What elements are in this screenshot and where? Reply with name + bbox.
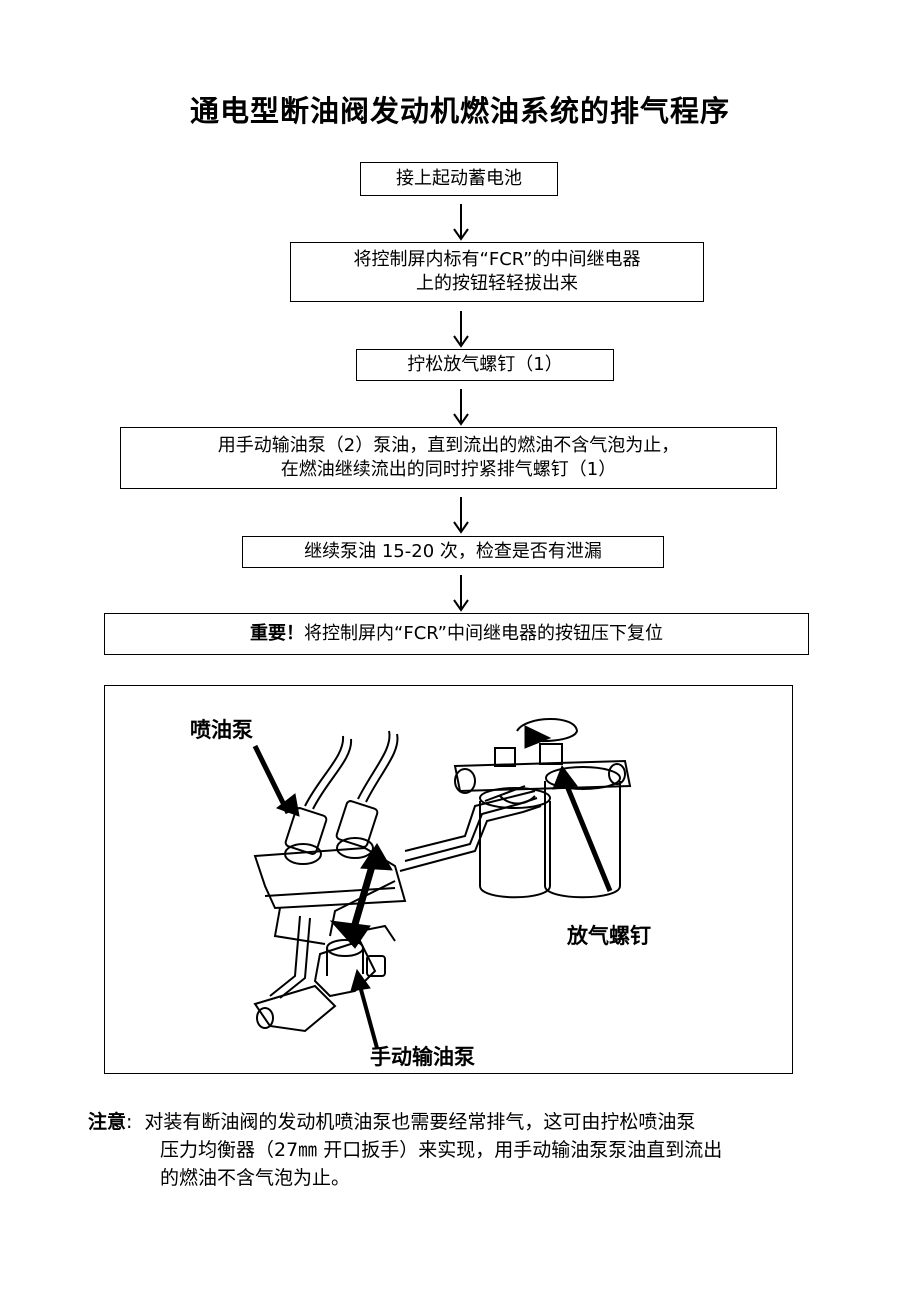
note-line-1: 对装有断油阀的发动机喷油泵也需要经常排气，这可由拧松喷油泵 bbox=[144, 1111, 696, 1133]
down-arrow-icon bbox=[453, 497, 469, 534]
down-arrow-icon bbox=[453, 575, 469, 612]
step-6-rest: 将控制屏内“FCR”中间继电器的按钮压下复位 bbox=[304, 623, 663, 644]
step-4-line-1: 用手动输油泵（2）泵油，直到流出的燃油不含气泡为止， bbox=[217, 435, 680, 456]
down-arrow-icon bbox=[453, 204, 469, 241]
label-injection-pump: 喷油泵 bbox=[190, 718, 253, 742]
step-4-box: 用手动输油泵（2）泵油，直到流出的燃油不含气泡为止， 在燃油继续流出的同时拧紧排… bbox=[120, 427, 777, 489]
step-5-box: 继续泵油 15-20 次，检查是否有泄漏 bbox=[242, 536, 664, 568]
note-line-3: 的燃油不含气泡为止。 bbox=[160, 1167, 351, 1189]
step-1-box: 接上起动蓄电池 bbox=[360, 162, 558, 196]
label-bleed-screw: 放气螺钉 bbox=[567, 924, 651, 948]
step-6-box: 重要！将控制屏内“FCR”中间继电器的按钮压下复位 bbox=[104, 613, 809, 655]
fuel-system-illustration: 喷油泵 放气螺钉 手动输油泵 bbox=[104, 685, 793, 1074]
step-6-important: 重要！ bbox=[250, 623, 305, 644]
step-2-box: 将控制屏内标有“FCR”的中间继电器 上的按钮轻轻拔出来 bbox=[290, 242, 704, 302]
label-hand-pump: 手动输油泵 bbox=[370, 1045, 475, 1069]
down-arrow-icon bbox=[453, 311, 469, 348]
note-paragraph: 注意: 对装有断油阀的发动机喷油泵也需要经常排气，这可由拧松喷油泵 压力均衡器（2… bbox=[88, 1108, 848, 1192]
note-line-2: 压力均衡器（27㎜ 开口扳手）来实现，用手动输油泵泵油直到流出 bbox=[160, 1139, 723, 1161]
note-heading: 注意 bbox=[88, 1111, 127, 1133]
note-section: 注意: 对装有断油阀的发动机喷油泵也需要经常排气，这可由拧松喷油泵 压力均衡器（2… bbox=[88, 1108, 848, 1192]
step-2-line-1: 将控制屏内标有“FCR”的中间继电器 bbox=[353, 249, 641, 270]
engine-fuel-drawing bbox=[252, 718, 632, 1049]
step-6-text: 重要！将控制屏内“FCR”中间继电器的按钮压下复位 bbox=[105, 622, 808, 646]
step-2-line-2: 上的按钮轻轻拔出来 bbox=[416, 273, 578, 294]
step-1-text: 接上起动蓄电池 bbox=[396, 168, 522, 189]
note-colon: : bbox=[126, 1111, 133, 1133]
down-arrow-icon bbox=[453, 389, 469, 426]
step-5-text: 继续泵油 15-20 次，检查是否有泄漏 bbox=[304, 541, 602, 562]
step-4-line-2: 在燃油继续流出的同时拧紧排气螺钉（1） bbox=[280, 459, 617, 480]
step-3-box: 拧松放气螺钉（1） bbox=[356, 349, 614, 381]
page-title: 通电型断油阀发动机燃油系统的排气程序 bbox=[189, 94, 730, 128]
step-3-text: 拧松放气螺钉（1） bbox=[407, 354, 563, 375]
